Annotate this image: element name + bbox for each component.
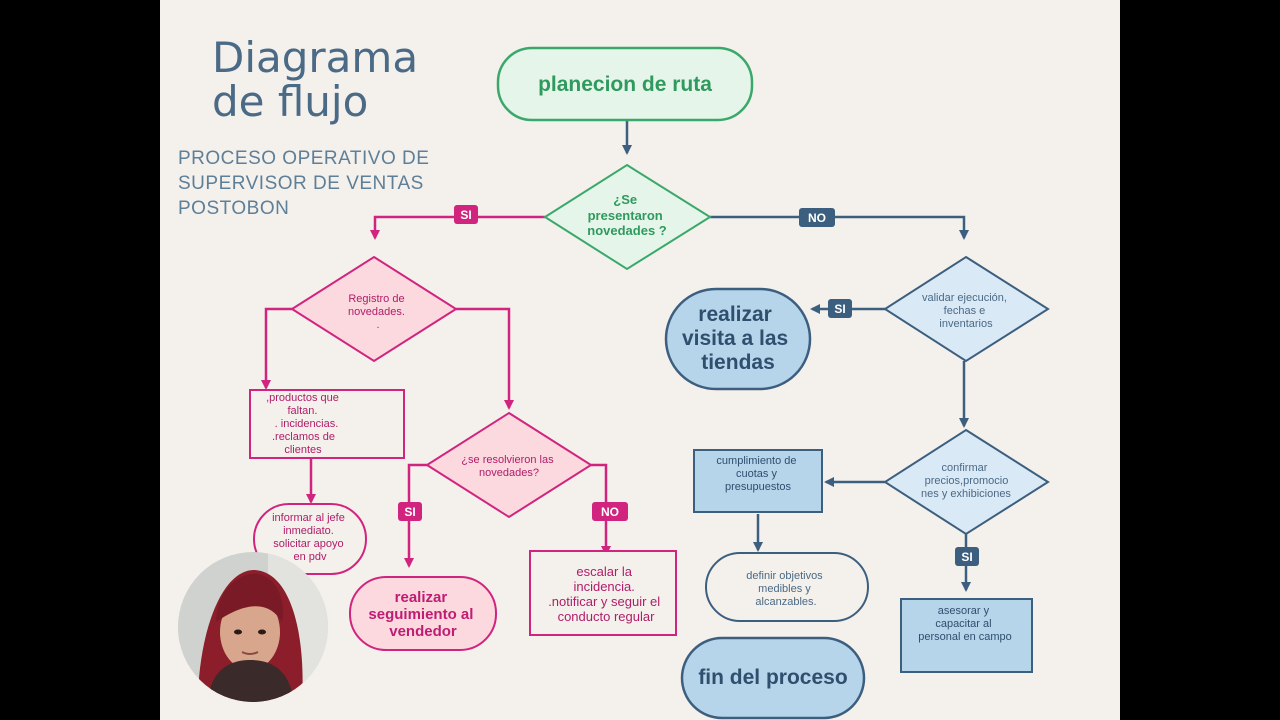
start-node: planecion de ruta	[496, 46, 754, 122]
badge-no-resolvieron: NO	[592, 502, 628, 521]
decision-registro: Registro de novedades. .	[290, 255, 458, 363]
box-escalar: escalar la incidencia. .notificar y segu…	[529, 550, 677, 636]
title-line-2: de flujo	[212, 77, 369, 126]
svg-text:SI: SI	[404, 505, 415, 519]
svg-text:¿se resolvieron las: ¿se resolvieron las novedades?	[461, 454, 556, 479]
arrow-question-si	[370, 215, 545, 240]
box-asesorar: asesorar y capacitar al personal en camp…	[900, 598, 1033, 673]
svg-text:SI: SI	[961, 550, 972, 564]
flowchart: planecion de ruta ¿Se presentaron noveda…	[249, 46, 1050, 720]
node-informar: informar al jefe inmediato. solicitar ap…	[253, 503, 367, 575]
title-line-1: Diagrama	[212, 33, 419, 82]
decision-resolvieron: ¿se resolvieron las novedades?	[425, 411, 593, 519]
badge-si-confirmar: SI	[955, 547, 979, 566]
svg-text:definir objetivos me: definir objetivos medibles y alcanzables…	[746, 570, 826, 608]
box-productos: ,productos que faltan. . incidencias. .r…	[249, 389, 405, 459]
node-seguimiento: realizar seguimiento al vendedor	[349, 576, 497, 651]
svg-text:,productos que falta: ,productos que faltan. . incidencias. .r…	[266, 392, 342, 456]
registro-line-1: Registro de	[348, 293, 404, 305]
arrow-registro-right	[456, 307, 514, 410]
arrow-registro-left	[261, 307, 292, 390]
arrow-resolvieron-no	[591, 463, 611, 556]
subtitle-line-3: POSTOBON	[178, 198, 290, 219]
arrow-resolvieron-si	[404, 463, 427, 568]
slide: Diagrama de flujo PROCESO OPERATIVO DE S…	[160, 0, 1120, 720]
svg-text:validar ejecución, f: validar ejecución, fechas e inventarios	[922, 292, 1010, 330]
presenter-webcam-icon	[178, 552, 328, 702]
decision-validar: validar ejecución, fechas e inventarios	[883, 255, 1050, 363]
slide-title: Diagrama de flujo	[212, 36, 418, 124]
svg-text:NO: NO	[808, 211, 826, 225]
node-definir: definir objetivos medibles y alcanzables…	[705, 552, 869, 622]
svg-text:fin del proceso: fin del proceso	[698, 666, 847, 689]
arrow-question-no	[710, 215, 969, 240]
svg-text:Registro de novedade: Registro de novedades. .	[348, 293, 408, 331]
node-visita: realizar visita a las tiendas	[664, 287, 812, 391]
novedades-line-1: ¿Se	[613, 192, 637, 207]
box-cumplimiento: cumplimiento de cuotas y presupuestos	[693, 449, 823, 513]
novedades-line-2: presentaron	[588, 208, 663, 223]
badge-si-validar: SI	[828, 299, 852, 318]
slide-subtitle: PROCESO OPERATIVO DE SUPERVISOR DE VENTA…	[178, 146, 429, 221]
svg-text:SI: SI	[460, 208, 471, 222]
registro-line-2: novedades.	[348, 306, 405, 318]
novedades-line-3: novedades ?	[587, 223, 667, 238]
subtitle-line-1: PROCESO OPERATIVO DE	[178, 148, 430, 169]
svg-text:¿Se presentaron: ¿Se presentaron novedades ?	[587, 192, 667, 238]
subtitle-line-2: SUPERVISOR DE VENTAS	[178, 173, 424, 194]
badge-si-resolvieron: SI	[398, 502, 422, 521]
svg-text:escalar la incidenci: escalar la incidencia. .notificar y segu…	[548, 564, 664, 624]
svg-text:confirmar precios,pr: confirmar precios,promocio nes y exhibic…	[921, 462, 1011, 500]
registro-line-3: .	[376, 319, 379, 331]
badge-si-left: SI	[454, 205, 478, 224]
svg-text:realizar seguimiento: realizar seguimiento al vendedor	[368, 589, 477, 640]
start-label: planecion de ruta	[538, 73, 712, 96]
decision-confirmar: confirmar precios,promocio nes y exhibic…	[883, 428, 1050, 536]
end-node: fin del proceso	[680, 636, 866, 720]
svg-text:NO: NO	[601, 505, 619, 519]
svg-text:cumplimiento de cuot: cumplimiento de cuotas y presupuestos	[716, 455, 799, 493]
svg-text:realizar visita a la: realizar visita a las tiendas	[682, 303, 794, 374]
svg-text:informar al jefe inm: informar al jefe inmediato. solicitar ap…	[272, 512, 348, 563]
svg-text:asesorar y capacitar: asesorar y capacitar al personal en camp…	[918, 605, 1012, 643]
svg-text:SI: SI	[834, 302, 845, 316]
decision-novedades: ¿Se presentaron novedades ?	[543, 163, 712, 271]
badge-no-right: NO	[799, 208, 835, 227]
